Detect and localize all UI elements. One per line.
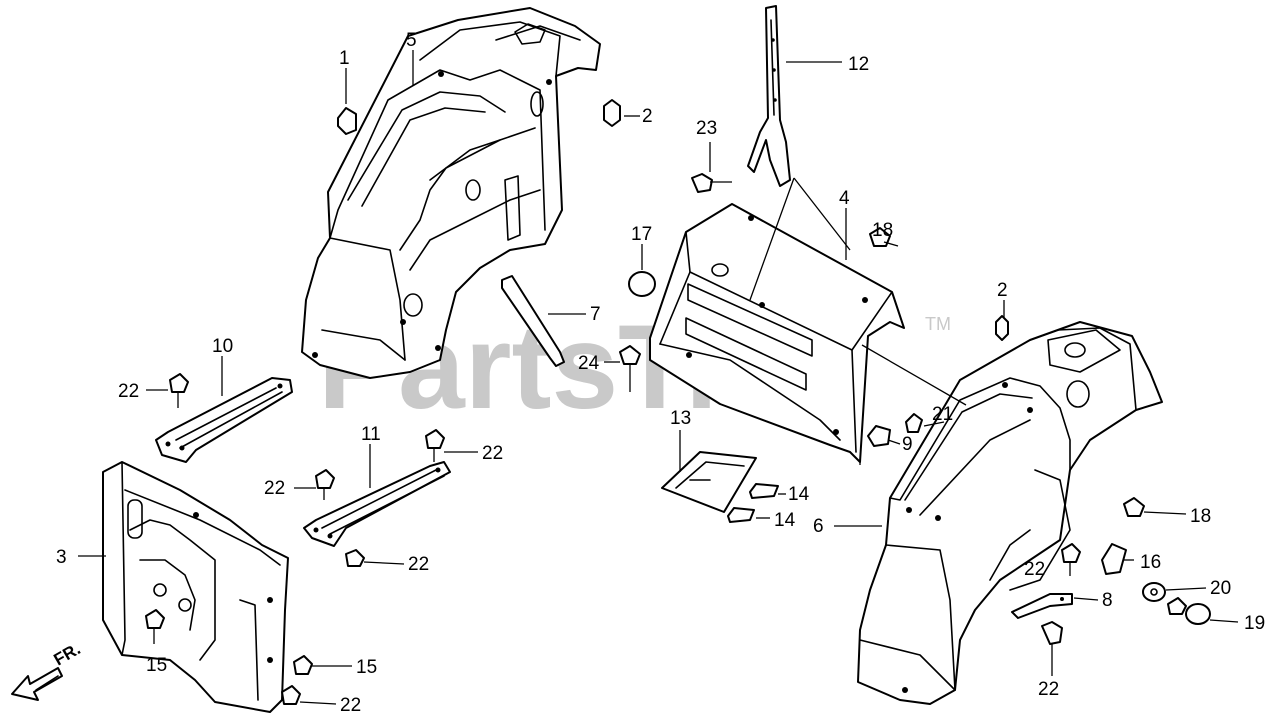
callout-6: 6 [813, 516, 824, 537]
bolt-22-e[interactable] [1061, 543, 1081, 576]
callout-4: 4 [839, 188, 850, 209]
callout-15: 15 [356, 657, 377, 678]
part-17-cap[interactable] [628, 271, 656, 297]
callout-8: 8 [1102, 590, 1113, 611]
part-13-mat[interactable] [661, 451, 757, 513]
bolt-15-b[interactable] [293, 655, 313, 675]
bolt-22-a[interactable] [169, 373, 189, 408]
callout-1: 1 [339, 48, 350, 69]
callout-10: 10 [212, 336, 233, 357]
callout-14: 14 [788, 484, 810, 505]
callout-7: 7 [590, 304, 601, 325]
callout-9: 9 [902, 434, 913, 455]
bolt-23[interactable] [691, 173, 732, 193]
callout-14: 14 [774, 510, 796, 531]
callout-22: 22 [118, 381, 139, 402]
part-9-clip[interactable] [867, 425, 891, 447]
bolt-18-a[interactable] [869, 227, 899, 247]
callout-5: 5 [406, 30, 417, 51]
front-label: FR. [51, 639, 84, 669]
part-11-bracket[interactable] [303, 461, 451, 547]
callout-22: 22 [340, 695, 361, 716]
part-3-lower-panel[interactable] [102, 461, 289, 713]
callout-2: 2 [642, 106, 653, 127]
callout-18: 18 [872, 220, 893, 241]
callout-labels: 1 5 2 12 23 4 17 18 2 7 10 22 24 21 9 11… [56, 30, 1265, 716]
part-8-lever[interactable] [1011, 593, 1073, 619]
callout-19: 19 [1244, 613, 1265, 634]
part-2-grommet-b[interactable] [995, 315, 1009, 341]
callout-16: 16 [1140, 552, 1161, 573]
leader-lines [78, 50, 1239, 705]
callout-12: 12 [848, 54, 869, 75]
bolt-15-a[interactable] [145, 609, 165, 644]
callout-22: 22 [1038, 679, 1059, 700]
front-arrow-icon [11, 667, 63, 701]
bolt-22-f[interactable] [1041, 621, 1063, 645]
callout-11: 11 [361, 424, 381, 445]
part-10-bracket[interactable] [155, 377, 293, 463]
callout-21: 21 [932, 404, 953, 425]
callout-22: 22 [408, 554, 429, 575]
part-12-strap[interactable] [747, 5, 791, 187]
part-16-cap[interactable] [1101, 543, 1127, 575]
callout-23: 23 [696, 118, 717, 139]
small-parts [337, 99, 1166, 602]
part-4-center-panel[interactable] [649, 203, 905, 463]
part-14-pad-b[interactable] [727, 507, 755, 523]
bolt-19[interactable] [1167, 597, 1211, 625]
part-21-clip[interactable] [905, 413, 923, 433]
part-5-left-fender[interactable] [301, 7, 601, 379]
callout-15: 15 [146, 655, 167, 676]
watermark-trademark: TM [925, 314, 951, 334]
callout-13: 13 [670, 408, 691, 429]
part-2-grommet-a[interactable] [603, 99, 621, 127]
bolts [145, 173, 1211, 705]
bolt-24[interactable] [619, 345, 641, 392]
part-14-pad-a[interactable] [749, 483, 779, 499]
callout-22: 22 [1024, 559, 1045, 580]
callout-18: 18 [1190, 506, 1211, 527]
bolt-22-g[interactable] [281, 685, 301, 705]
bolt-22-c[interactable] [315, 469, 335, 500]
callout-20: 20 [1210, 578, 1231, 599]
callout-22: 22 [264, 478, 285, 499]
part-20-washer[interactable] [1142, 582, 1166, 602]
part-1-grommet[interactable] [337, 107, 357, 135]
callout-22: 22 [482, 443, 503, 464]
bolt-18-b[interactable] [1123, 497, 1145, 517]
callout-17: 17 [631, 224, 652, 245]
callout-24: 24 [578, 353, 600, 374]
bolt-22-d[interactable] [345, 549, 365, 567]
bolt-22-b[interactable] [425, 429, 445, 462]
part-6-right-fender[interactable] [857, 321, 1163, 705]
callout-2: 2 [997, 280, 1008, 301]
front-direction-indicator: FR. [11, 639, 84, 701]
part-7-rod[interactable] [501, 275, 565, 367]
callout-3: 3 [56, 547, 67, 568]
